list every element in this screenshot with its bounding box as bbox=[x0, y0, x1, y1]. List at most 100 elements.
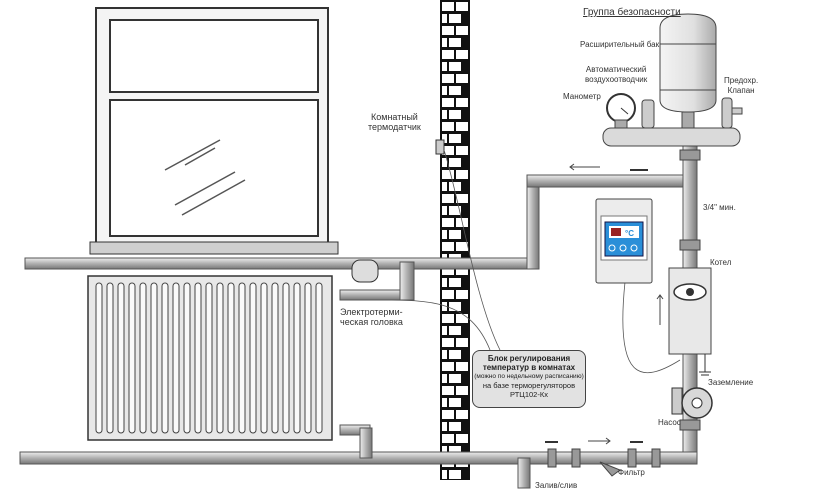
brick bbox=[442, 86, 447, 95]
brick bbox=[442, 290, 454, 299]
brick bbox=[442, 206, 447, 215]
radiator-fin bbox=[172, 282, 180, 434]
boiler-label: Котел bbox=[710, 258, 732, 267]
brick bbox=[456, 314, 468, 323]
brick bbox=[442, 122, 454, 131]
radiator-fin bbox=[315, 282, 323, 434]
thermostat-unit: °C bbox=[625, 229, 634, 238]
brick bbox=[456, 74, 468, 83]
brick bbox=[456, 122, 468, 131]
radiator-fin bbox=[304, 282, 312, 434]
callout-line5: РТЦ102-Кх bbox=[510, 390, 548, 399]
safety-group-title: Группа безопасности bbox=[583, 7, 681, 18]
brick bbox=[442, 446, 447, 455]
brick bbox=[456, 194, 468, 203]
brick bbox=[449, 110, 461, 119]
air-vent-label-line1: Автоматический bbox=[585, 65, 647, 74]
brick bbox=[449, 134, 461, 143]
brick bbox=[456, 290, 468, 299]
brick bbox=[456, 434, 468, 443]
relief-valve-icon bbox=[721, 97, 733, 129]
brick bbox=[449, 398, 461, 407]
brick bbox=[442, 386, 454, 395]
radiator-fin bbox=[139, 282, 147, 434]
thermal-head-label-line2: ческая головка bbox=[340, 317, 403, 327]
brick bbox=[449, 230, 461, 239]
brick bbox=[456, 26, 468, 35]
brick bbox=[442, 110, 447, 119]
room-sensor-icon bbox=[435, 139, 445, 155]
radiator-fin bbox=[238, 282, 246, 434]
brick bbox=[456, 170, 468, 179]
brick bbox=[442, 170, 454, 179]
brick bbox=[449, 470, 461, 479]
callout-line3: (можно по недельному расписанию) bbox=[474, 373, 584, 380]
pipe-size-label: 3/4" мин. bbox=[703, 203, 736, 212]
brick bbox=[456, 266, 468, 275]
grounding-label: Заземление bbox=[708, 378, 754, 387]
brick bbox=[449, 374, 461, 383]
room-sensor-label-line2: термодатчик bbox=[368, 122, 421, 132]
radiator-fin bbox=[95, 282, 103, 434]
brick bbox=[456, 338, 468, 347]
controller-callout: Блок регулирования температур в комнатах… bbox=[472, 350, 586, 408]
brick bbox=[449, 158, 461, 167]
air-vent-label-line2: воздухоотводчик bbox=[585, 75, 648, 84]
brick bbox=[456, 50, 468, 59]
brick bbox=[442, 134, 447, 143]
relief-valve-label-line1: Предохр. bbox=[724, 76, 759, 85]
brick bbox=[449, 326, 461, 335]
brick bbox=[456, 386, 468, 395]
brick bbox=[442, 434, 454, 443]
brick bbox=[456, 146, 468, 155]
pump bbox=[671, 387, 713, 419]
ground-icon bbox=[699, 354, 711, 376]
expansion-tank-label: Расширительный бак bbox=[580, 40, 660, 49]
radiator-fin bbox=[150, 282, 158, 434]
thermal-head-label-line1: Электротерми- bbox=[340, 307, 403, 317]
thermal-head-label: Электротерми-ческая головка bbox=[340, 307, 403, 327]
pump-label: Насос bbox=[658, 418, 681, 427]
brick bbox=[449, 14, 461, 23]
filter-label: Фильтр bbox=[618, 468, 645, 477]
manometer-label: Манометр bbox=[563, 92, 601, 101]
brick bbox=[442, 146, 454, 155]
radiator bbox=[87, 275, 333, 441]
radiator-fin bbox=[216, 282, 224, 434]
radiator-fin bbox=[183, 282, 191, 434]
brick bbox=[442, 158, 447, 167]
fill-drain-label: Залив/слив bbox=[535, 481, 578, 490]
brick bbox=[449, 446, 461, 455]
brick bbox=[442, 302, 447, 311]
brick-wall bbox=[440, 0, 470, 480]
radiator-fin bbox=[161, 282, 169, 434]
brick bbox=[442, 38, 447, 47]
brick bbox=[442, 314, 454, 323]
thermal-head-icon bbox=[351, 259, 379, 283]
brick bbox=[449, 350, 461, 359]
boiler bbox=[668, 267, 712, 355]
brick bbox=[449, 38, 461, 47]
brick bbox=[449, 278, 461, 287]
radiator-fin bbox=[205, 282, 213, 434]
brick bbox=[442, 422, 447, 431]
radiator-fin bbox=[128, 282, 136, 434]
brick bbox=[442, 374, 447, 383]
brick bbox=[442, 194, 454, 203]
brick bbox=[442, 74, 454, 83]
air-vent-icon bbox=[641, 99, 655, 129]
radiator-fin bbox=[117, 282, 125, 434]
callout-line4: на базе терморегуляторов bbox=[482, 381, 576, 390]
radiator-fin bbox=[282, 282, 290, 434]
radiator-fin bbox=[293, 282, 301, 434]
brick bbox=[442, 350, 447, 359]
radiator-fin bbox=[227, 282, 235, 434]
radiator-fin bbox=[271, 282, 279, 434]
brick bbox=[442, 218, 454, 227]
brick bbox=[442, 338, 454, 347]
radiator-fin bbox=[249, 282, 257, 434]
brick bbox=[442, 266, 454, 275]
brick bbox=[456, 242, 468, 251]
